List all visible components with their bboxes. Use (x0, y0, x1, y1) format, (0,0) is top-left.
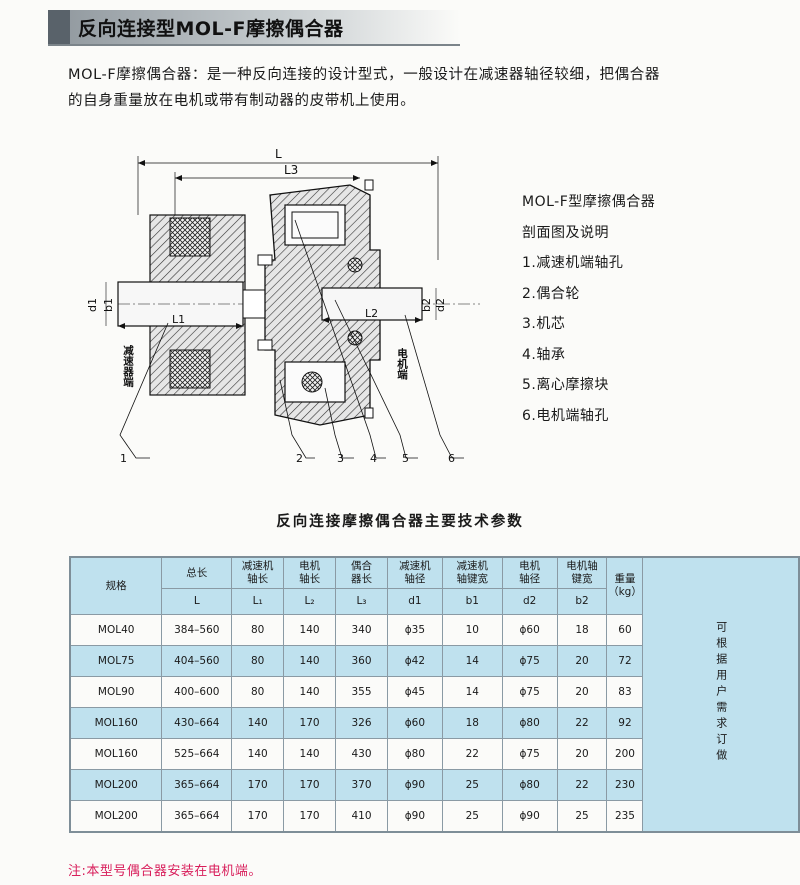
intro-line-2: 的自身重量放在电机或带有制动器的皮带机上使用。 (68, 93, 416, 109)
intro-paragraph: MOL-F摩擦偶合器：是一种反向连接的设计型式，一般设计在减速器轴径较细，把偶合… (68, 62, 748, 114)
dim-d2-label: d2 (434, 298, 447, 312)
header-l2: 电机 轴长 (283, 556, 337, 589)
symbol-b2: b2 (556, 588, 608, 615)
installation-note: 注:本型号偶合器安装在电机端。 (68, 864, 262, 879)
title-underline (48, 44, 460, 46)
title-accent (48, 10, 70, 44)
dim-d1-label: d1 (86, 298, 99, 312)
header-l3: 偶合 器长 (335, 556, 388, 589)
table-title: 反向连接摩擦偶合器主要技术参数 (276, 514, 524, 530)
legend-title: MOL-F型摩擦偶合器 (522, 194, 656, 210)
spec-table: 规格 总长 减速机 轴长 电机 轴长 偶合 器长 减速机 轴径 减速机 轴键宽 … (69, 556, 800, 833)
legend-item: 3.机芯 (522, 316, 566, 332)
header-l1: 减速机 轴长 (231, 556, 285, 589)
callout-5: 5 (402, 452, 409, 465)
legend-item: 2.偶合轮 (522, 285, 580, 302)
title-bar (48, 10, 460, 44)
legend-item: 1.减速机端轴孔 (522, 255, 624, 271)
page-title: 反向连接型MOL-F摩擦偶合器 (78, 18, 344, 40)
legend-subtitle: 剖面图及说明 (522, 224, 609, 241)
motor-shaft (321, 287, 423, 321)
motor-side-label: 电机端 (396, 347, 408, 380)
callout-1: 1 (120, 452, 127, 465)
custom-order-note: 可根据用户需求订做 (642, 556, 800, 833)
header-b2: 电机轴 键宽 (556, 556, 608, 589)
header-total: 总长 (161, 556, 233, 589)
bearing-lower (301, 371, 323, 393)
dim-b2-label: b2 (420, 298, 433, 312)
header-d2: 电机 轴径 (501, 556, 558, 589)
callout-4: 4 (370, 452, 377, 465)
callout-6: 6 (448, 452, 455, 465)
coupling-section-drawing: L L3 L1 L2 d1 b1 b2 d2 减速器端 电机端 (86, 147, 480, 465)
dim-L-label: L (275, 147, 282, 161)
intro-line-1: MOL-F摩擦偶合器：是一种反向连接的设计型式，一般设计在减速器轴径较细，把偶合… (68, 67, 660, 83)
header-b1: 减速机 轴键宽 (441, 556, 503, 589)
callout-3: 3 (337, 452, 344, 465)
dim-b1-label: b1 (102, 298, 115, 312)
symbol-l2: L₂ (283, 588, 337, 615)
legend-item: 5.离心摩擦块 (522, 377, 609, 393)
symbol-l1: L₁ (231, 588, 285, 615)
elastic-element-lower (169, 349, 211, 389)
symbol-l3: L₃ (335, 588, 388, 615)
header-weight: 重量 （kg） (606, 556, 644, 615)
dim-L1-label: L1 (172, 313, 185, 326)
dim-L2-label: L2 (365, 307, 378, 320)
elastic-element-upper (169, 217, 211, 257)
drawing-legend: MOL-F型摩擦偶合器 剖面图及说明 1.减速机端轴孔 2.偶合轮 3.机芯 4… (522, 187, 655, 431)
dim-L3-label: L3 (284, 163, 298, 177)
symbol-d2: d2 (501, 588, 558, 615)
header-d1: 减速机 轴径 (386, 556, 443, 589)
symbol-total: L (161, 588, 233, 615)
symbol-b1: b1 (441, 588, 503, 615)
reducer-side-label: 减速器端 (122, 344, 134, 388)
legend-item: 4.轴承 (522, 346, 566, 363)
header-model: 规格 (69, 556, 163, 615)
legend-item: 6.电机端轴孔 (522, 407, 609, 424)
callout-2: 2 (296, 452, 303, 465)
symbol-d1: d1 (386, 588, 443, 615)
